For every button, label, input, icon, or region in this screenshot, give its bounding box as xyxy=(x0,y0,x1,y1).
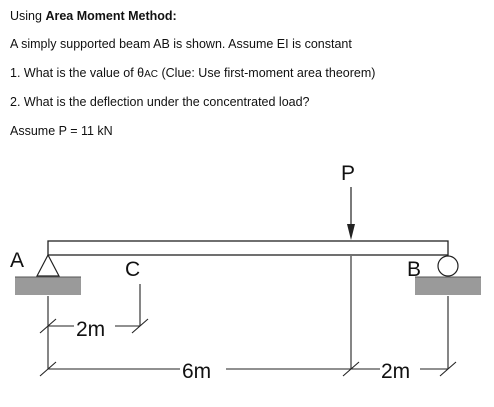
point-c-label: C xyxy=(125,258,140,281)
down-arrow-icon xyxy=(347,187,355,240)
question-2: 2. What is the deflection under the conc… xyxy=(10,95,310,109)
question-1-prefix: 1. What is the value of θ xyxy=(10,66,145,80)
support-a-label: A xyxy=(10,249,24,272)
load-label: P xyxy=(341,162,355,185)
method-prefix: Using xyxy=(10,9,46,23)
method-title: Area Moment Method: xyxy=(45,9,177,23)
roller-support-icon xyxy=(415,255,481,295)
dim-pb-label: 2m xyxy=(381,360,410,383)
support-b-label: B xyxy=(407,258,421,281)
pin-support-icon xyxy=(15,253,81,295)
theta-subscript: AC xyxy=(144,69,159,80)
beam-description: A simply supported beam AB is shown. Ass… xyxy=(10,37,352,51)
method-line: Using Area Moment Method: xyxy=(10,9,177,23)
beam xyxy=(47,240,449,256)
dimension-lines xyxy=(39,256,457,377)
question-1-suffix: (Clue: Use first-moment area theorem) xyxy=(158,66,376,80)
dim-ac-label: 2m xyxy=(76,318,105,341)
dim-ap-label: 6m xyxy=(182,360,211,383)
load-assumption: Assume P = 11 kN xyxy=(10,124,113,138)
question-1: 1. What is the value of θAC (Clue: Use f… xyxy=(10,66,375,80)
